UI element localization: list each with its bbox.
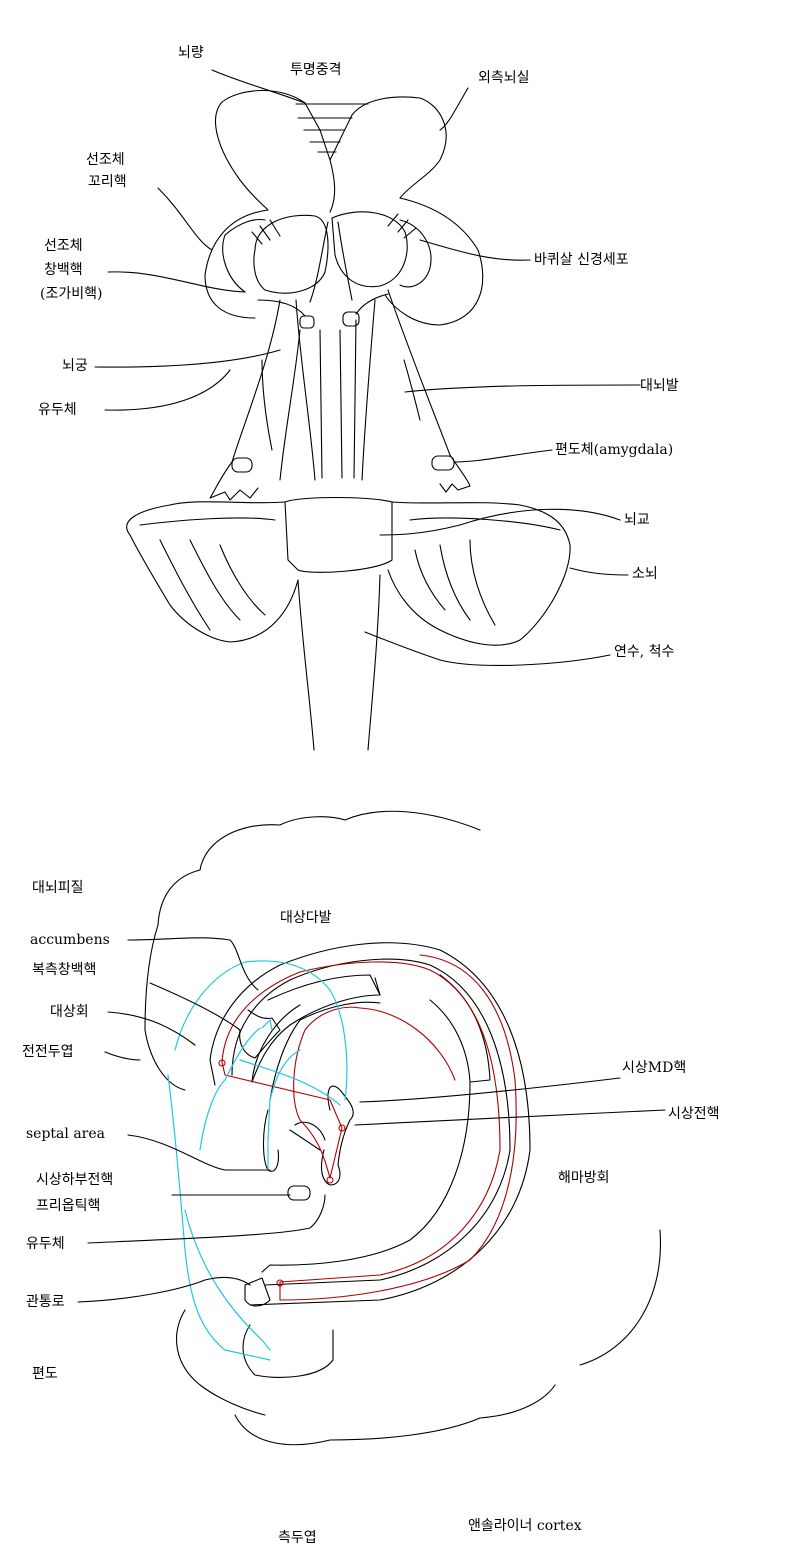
label-cortex: 대뇌피질 — [32, 880, 84, 896]
label-basal-nucleus: 바퀴살 신경세포 — [534, 252, 629, 268]
label-hypothalamic-anterior: 시상하부전핵 — [36, 1172, 114, 1188]
label-lateral-ventricle: 외측뇌실 — [478, 70, 530, 86]
label-cerebellum: 소뇌 — [632, 566, 658, 582]
label-putamen-line3: (조가비핵) — [40, 286, 103, 302]
label-putamen-line2: 창백핵 — [44, 262, 83, 278]
label-septal-area: septal area — [26, 1126, 106, 1142]
label-prefrontal: 전전두엽 — [22, 1044, 74, 1060]
label-mammillary-medial: 유두체 — [26, 1236, 65, 1252]
label-thalamus-ant: 시상전핵 — [668, 1106, 720, 1122]
label-ventral-pallidum: 복측창백핵 — [32, 962, 97, 978]
label-fornix: 뇌궁 — [62, 358, 88, 374]
label-putamen-line1: 선조체 — [44, 238, 83, 254]
label-mammillary-ventral: 유두체 — [38, 402, 77, 418]
label-noeryang: 뇌량 — [178, 45, 204, 61]
label-entorhinal: 앤솔라이너 cortex — [468, 1518, 582, 1534]
label-caudate-line2: 꼬리핵 — [88, 174, 127, 190]
label-cerebral-peduncle: 대뇌발 — [640, 378, 679, 394]
label-pons: 뇌교 — [624, 512, 650, 528]
label-amygdala-ventral: 편도체(amygdala) — [555, 442, 674, 458]
label-cingulate-gyrus: 대상회 — [50, 1004, 89, 1020]
label-medulla: 연수, 척수 — [614, 644, 675, 660]
label-perforant-tract: 관통로 — [26, 1294, 65, 1310]
label-temporal: 측두엽 — [278, 1530, 317, 1546]
label-preoptic: 프리옵틱핵 — [36, 1198, 101, 1214]
label-cingulum: 대상다발 — [280, 910, 332, 926]
label-septum-pellucidum: 투명중격 — [290, 62, 342, 78]
label-amygdala-medial: 편도 — [32, 1366, 58, 1382]
label-parahippocampal: 해마방회 — [558, 1170, 610, 1186]
label-caudate-line1: 선조체 — [86, 152, 125, 168]
label-accumbens: accumbens — [30, 932, 110, 948]
label-thalamus-md: 시상MD핵 — [622, 1060, 687, 1076]
